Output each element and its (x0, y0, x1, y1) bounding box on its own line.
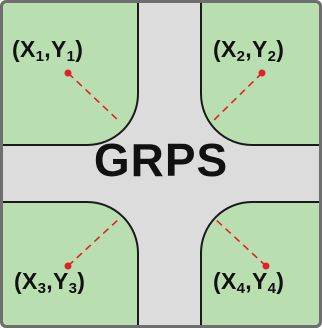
center-label: GRPS (93, 134, 229, 186)
dashed-line-2 (211, 72, 263, 123)
dashed-line-3 (67, 217, 121, 267)
coordinate-label-2: (X2,Y2) (213, 36, 285, 65)
dashed-line-4 (213, 217, 267, 267)
marker-point-4 (262, 262, 270, 270)
dashed-line-1 (67, 72, 121, 123)
marker-point-2 (258, 69, 266, 77)
corner-block-bottom-right (200, 201, 319, 325)
coordinate-label-4: (X4,Y4) (213, 268, 285, 297)
marker-point-1 (64, 69, 72, 77)
marker-point-3 (64, 262, 72, 270)
coordinate-label-1: (X1,Y1) (12, 36, 84, 65)
coordinate-label-3: (X3,Y3) (14, 268, 86, 297)
